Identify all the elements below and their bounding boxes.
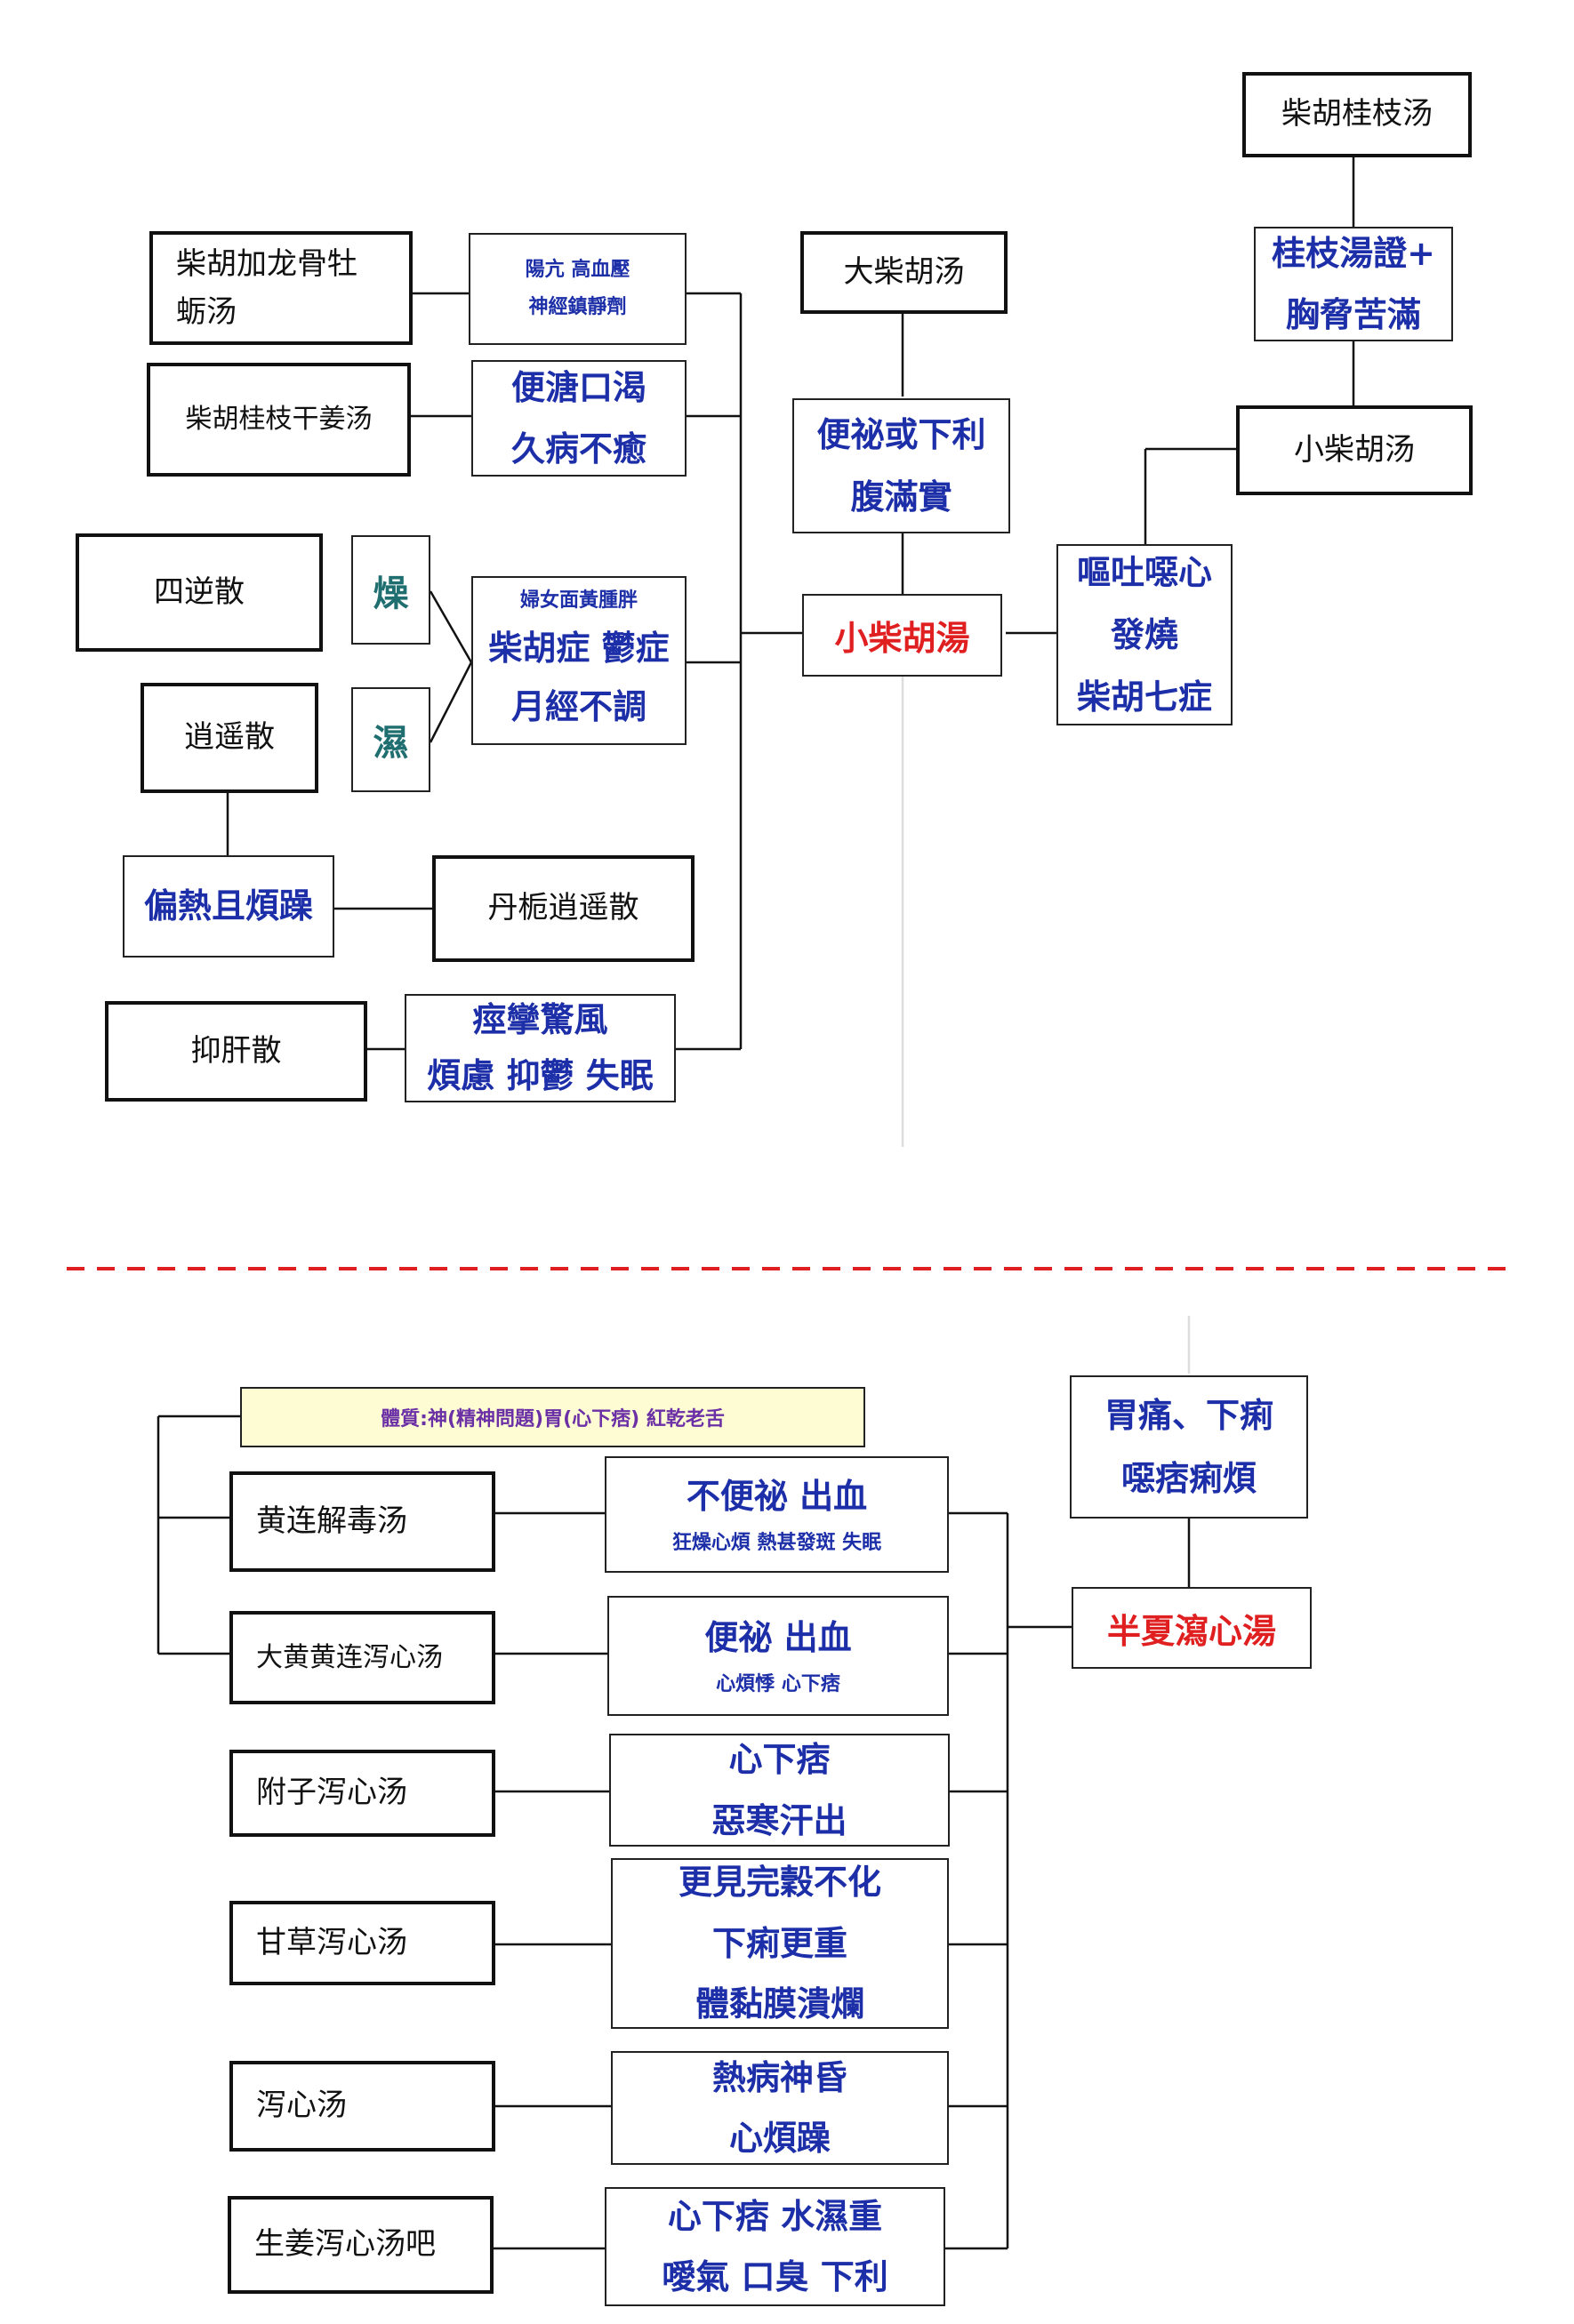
xiexin-tang-label: 泻心汤	[256, 2088, 347, 2124]
danzhi-xiaoyao-san-box: 丹栀逍遥散	[432, 855, 695, 962]
longgu-line-2: 蛎汤	[176, 294, 237, 330]
constitution-box: 體質:神(精神問題)胃(心下痞) 紅乾老舌	[240, 1387, 865, 1447]
banxia-xiexin-center-label: 半夏瀉心湯	[1106, 1611, 1276, 1651]
ganjiang-label: 柴胡桂枝干姜汤	[185, 404, 373, 436]
banxia-xiexin-center-box: 半夏瀉心湯	[1072, 1587, 1312, 1669]
women-symptom-line-1: 婦女面黃腫胖	[519, 589, 638, 613]
gancao-symptom-box: 更見完穀不化 下痢更重 體黏膜潰爛	[611, 1858, 949, 2029]
ganjiang-box: 柴胡桂枝干姜汤	[147, 363, 411, 477]
xiao-symptom-box: 嘔吐噁心 發燒 柴胡七症	[1056, 544, 1233, 725]
huanglian-jiedu-symptom-box: 不便祕 出血 狂燥心煩 熱甚發斑 失眠	[605, 1456, 949, 1573]
pianre-label: 偏熱且煩躁	[143, 886, 313, 926]
banxia-symptom-line-1: 胃痛、下痢	[1104, 1396, 1273, 1436]
dahuang-huanglian-box: 大黄黄连泻心汤	[229, 1611, 495, 1704]
longgu-symptom-box: 陽亢 高血壓 神經鎮靜劑	[469, 233, 687, 345]
shengjiang-symptom-line-1: 心下痞 水濕重	[667, 2196, 883, 2236]
dahuang-symptom-line-1: 便祕 出血	[704, 1618, 852, 1658]
gancao-symptom-line-3: 體黏膜潰爛	[695, 1984, 864, 2024]
shengjiang-symptom-box: 心下痞 水濕重 噯氣 口臭 下利	[605, 2187, 945, 2306]
guizhi-symptom-line-2: 胸脅苦滿	[1285, 294, 1421, 334]
yigan-symptom-box: 痙攣驚風 煩慮 抑鬱 失眠	[405, 994, 676, 1102]
da-symptom-box: 便祕或下利 腹滿實	[792, 398, 1010, 533]
sini-san-box: 四逆散	[76, 533, 323, 652]
gancao-xiexin-box: 甘草泻心汤	[229, 1901, 495, 1985]
dry-label: 燥	[373, 573, 409, 614]
huanglian-jiedu-symptom-line-2: 狂燥心煩 熱甚發斑 失眠	[671, 1532, 882, 1554]
xiao-symptom-line-1: 嘔吐噁心	[1076, 552, 1212, 592]
longgu-symptom-line-2: 神經鎮靜劑	[528, 296, 627, 318]
yigan-symptom-line-1: 痙攣驚風	[472, 1000, 608, 1040]
da-chaihu-tang-label: 大柴胡汤	[843, 253, 965, 290]
xiexin-symptom-line-1: 熱病神昏	[711, 2057, 847, 2097]
xiao-chaihu-center-label: 小柴胡湯	[834, 619, 970, 658]
dry-box: 燥	[351, 535, 430, 645]
constitution-label: 體質:神(精神問題)胃(心下痞) 紅乾老舌	[381, 1408, 725, 1430]
sini-san-label: 四逆散	[154, 573, 245, 610]
xiao-chaihu-center-box: 小柴胡湯	[802, 594, 1002, 677]
huanglian-jiedu-label: 黄连解毒汤	[256, 1503, 407, 1539]
fuzi-symptom-box: 心下痞 惡寒汗出	[609, 1734, 950, 1847]
yigan-symptom-line-2: 煩慮 抑鬱 失眠	[427, 1056, 654, 1095]
ganjiang-symptom-line-1: 便溏口渴	[510, 368, 646, 408]
xiao-chaihu-tang-label: 小柴胡汤	[1294, 431, 1415, 468]
banxia-symptom-line-2: 噁痞痢煩	[1120, 1458, 1257, 1498]
dahuang-symptom-box: 便祕 出血 心煩悸 心下痞	[607, 1596, 949, 1716]
gancao-symptom-line-1: 更見完穀不化	[678, 1863, 881, 1903]
xiao-symptom-line-3: 柴胡七症	[1076, 677, 1212, 717]
xiao-chaihu-tang-box: 小柴胡汤	[1236, 405, 1473, 495]
yigan-san-box: 抑肝散	[105, 1001, 367, 1102]
xiexin-symptom-line-2: 心煩躁	[728, 2119, 831, 2158]
wet-label: 濕	[373, 723, 409, 764]
xiexin-symptom-box: 熱病神昏 心煩躁	[611, 2051, 949, 2165]
da-chaihu-tang-box: 大柴胡汤	[800, 231, 1008, 314]
ganjiang-symptom-line-2: 久病不癒	[510, 429, 646, 469]
banxia-symptom-box: 胃痛、下痢 噁痞痢煩	[1070, 1375, 1308, 1519]
wet-box: 濕	[351, 687, 430, 792]
xiaoyao-san-box: 逍遥散	[141, 683, 318, 793]
fuzi-xiexin-label: 附子泻心汤	[256, 1775, 407, 1811]
longgu-box: 柴胡加龙骨牡 蛎汤	[149, 231, 413, 345]
longgu-symptom-line-1: 陽亢 高血壓	[525, 259, 630, 282]
xiao-symptom-line-2: 發燒	[1110, 614, 1178, 654]
pianre-box: 偏熱且煩躁	[123, 855, 334, 958]
guizhi-symptom-box: 桂枝湯證+ 胸脅苦滿	[1254, 227, 1453, 341]
gancao-xiexin-label: 甘草泻心汤	[256, 1924, 407, 1960]
chaihu-guizhi-tang-label: 柴胡桂枝汤	[1281, 96, 1433, 132]
danzhi-xiaoyao-san-label: 丹栀逍遥散	[487, 890, 639, 926]
women-symptom-line-3: 月經不調	[510, 687, 646, 727]
guizhi-symptom-line-1: 桂枝湯證+	[1272, 234, 1435, 274]
longgu-line-1: 柴胡加龙骨牡	[176, 245, 357, 282]
shengjiang-xiexin-box: 生姜泻心汤吧	[228, 2196, 494, 2294]
shengjiang-xiexin-label: 生姜泻心汤吧	[254, 2226, 436, 2263]
xiaoyao-san-label: 逍遥散	[184, 719, 275, 756]
dahuang-huanglian-label: 大黄黄连泻心汤	[256, 1641, 443, 1673]
fuzi-symptom-line-2: 惡寒汗出	[711, 1800, 847, 1840]
da-symptom-line-2: 腹滿實	[850, 477, 952, 517]
huanglian-jiedu-symptom-line-1: 不便祕 出血	[686, 1477, 868, 1517]
da-symptom-line-1: 便祕或下利	[816, 414, 986, 454]
huanglian-jiedu-box: 黄连解毒汤	[229, 1471, 495, 1572]
xiexin-tang-box: 泻心汤	[229, 2061, 495, 2152]
dahuang-symptom-line-2: 心煩悸 心下痞	[716, 1673, 840, 1695]
shengjiang-symptom-line-2: 噯氣 口臭 下利	[662, 2257, 888, 2296]
ganjiang-symptom-box: 便溏口渴 久病不癒	[471, 360, 687, 477]
gancao-symptom-line-2: 下痢更重	[711, 1923, 847, 1963]
fuzi-xiexin-box: 附子泻心汤	[229, 1750, 495, 1837]
women-symptom-box: 婦女面黃腫胖 柴胡症 鬱症 月經不調	[471, 576, 687, 745]
fuzi-symptom-line-1: 心下痞	[728, 1740, 831, 1780]
chaihu-guizhi-tang-box: 柴胡桂枝汤	[1242, 72, 1472, 157]
women-symptom-line-2: 柴胡症 鬱症	[488, 628, 670, 668]
yigan-san-label: 抑肝散	[190, 1032, 282, 1069]
